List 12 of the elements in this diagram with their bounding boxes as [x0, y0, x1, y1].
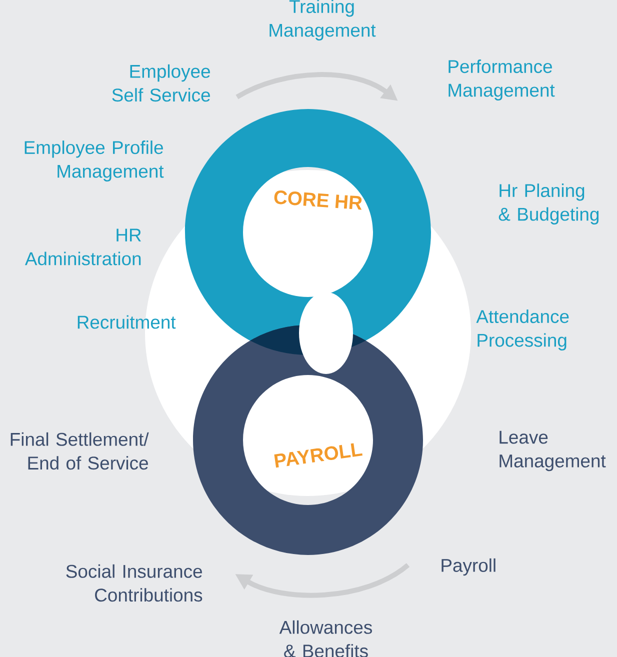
module-label: Hr Planing & Budgeting [498, 184, 599, 224]
module-label: Recruitment [78, 315, 176, 329]
module-label: Employee Self Service [112, 64, 210, 102]
module-label: Final Settlement/ End of Service [10, 432, 149, 470]
module-label: Employee Profile Management [24, 140, 164, 182]
module-label: Performance Management [448, 60, 555, 100]
module-label: Attendance Processing [476, 310, 569, 350]
module-label: HR Administration [24, 228, 141, 266]
module-label: Leave Management [500, 430, 606, 472]
module-label: Social Insurance Contributions [66, 564, 202, 602]
module-label: Training Management [270, 0, 376, 40]
module-label: Payroll [442, 558, 496, 576]
